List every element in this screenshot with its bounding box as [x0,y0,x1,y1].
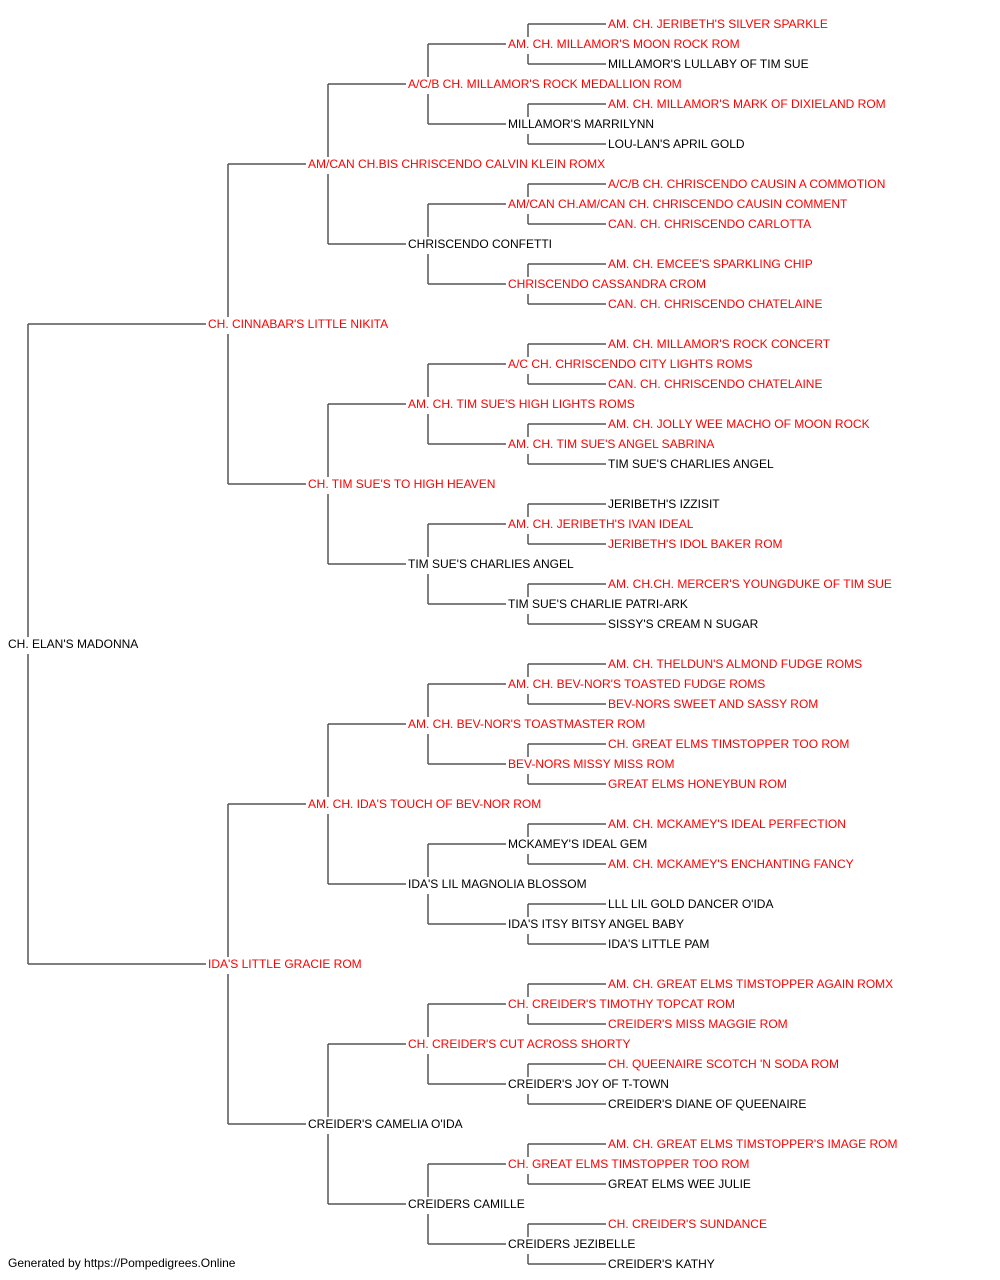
pedigree-name: CREIDER'S KATHY [608,1257,715,1271]
pedigree-name: AM. CH. TIM SUE'S HIGH LIGHTS ROMS [408,397,635,411]
pedigree-name: GREAT ELMS WEE JULIE [608,1177,751,1191]
pedigree-name: CHRISCENDO CONFETTI [408,237,552,251]
pedigree-name: MCKAMEY'S IDEAL GEM [508,837,647,851]
pedigree-name: CREIDERS JEZIBELLE [508,1237,635,1251]
pedigree-name: IDA'S LITTLE GRACIE ROM [208,957,362,971]
pedigree-name: AM. CH.CH. MERCER'S YOUNGDUKE OF TIM SUE [608,577,892,591]
pedigree-name: AM. CH. GREAT ELMS TIMSTOPPER'S IMAGE RO… [608,1137,897,1151]
pedigree-name: CHRISCENDO CASSANDRA CROM [508,277,706,291]
pedigree-name: SISSY'S CREAM N SUGAR [608,617,759,631]
pedigree-name: AM. CH. MCKAMEY'S IDEAL PERFECTION [608,817,846,831]
pedigree-name: CH. CREIDER'S TIMOTHY TOPCAT ROM [508,997,735,1011]
pedigree-name: AM. CH. BEV-NOR'S TOASTED FUDGE ROMS [508,677,765,691]
pedigree-name: A/C/B CH. CHRISCENDO CAUSIN A COMMOTION [608,177,885,191]
pedigree-name: JERIBETH'S IZZISIT [608,497,720,511]
pedigree-name: A/C/B CH. MILLAMOR'S ROCK MEDALLION ROM [408,77,682,91]
pedigree-name: BEV-NORS SWEET AND SASSY ROM [608,697,818,711]
pedigree-name: AM/CAN CH.BIS CHRISCENDO CALVIN KLEIN RO… [308,157,605,171]
pedigree-name: AM. CH. THELDUN'S ALMOND FUDGE ROMS [608,657,862,671]
pedigree-name: TIM SUE'S CHARLIE PATRI-ARK [508,597,688,611]
pedigree-name: CAN. CH. CHRISCENDO CHATELAINE [608,377,822,391]
pedigree-name: AM/CAN CH.AM/CAN CH. CHRISCENDO CAUSIN C… [508,197,848,211]
footer-credit: Generated by https://Pompedigrees.Online [8,1256,236,1270]
pedigree-name: AM. CH. MILLAMOR'S MARK OF DIXIELAND ROM [608,97,886,111]
pedigree-name: AM. CH. MCKAMEY'S ENCHANTING FANCY [608,857,854,871]
pedigree-name: CREIDER'S JOY OF T-TOWN [508,1077,669,1091]
pedigree-name: CREIDER'S DIANE OF QUEENAIRE [608,1097,806,1111]
pedigree-name: A/C CH. CHRISCENDO CITY LIGHTS ROMS [508,357,752,371]
pedigree-name: CH. QUEENAIRE SCOTCH 'N SODA ROM [608,1057,839,1071]
pedigree-name: MILLAMOR'S LULLABY OF TIM SUE [608,57,809,71]
pedigree-name: CREIDERS CAMILLE [408,1197,525,1211]
pedigree-name: CH. GREAT ELMS TIMSTOPPER TOO ROM [508,1157,749,1171]
pedigree-name: LLL LIL GOLD DANCER O'IDA [608,897,773,911]
pedigree-name: AM. CH. JOLLY WEE MACHO OF MOON ROCK [608,417,870,431]
pedigree-name: CH. CINNABAR'S LITTLE NIKITA [208,317,388,331]
pedigree-name: BEV-NORS MISSY MISS ROM [508,757,674,771]
pedigree-name: AM. CH. EMCEE'S SPARKLING CHIP [608,257,813,271]
pedigree-name: TIM SUE'S CHARLIES ANGEL [408,557,574,571]
pedigree-name: CH. ELAN'S MADONNA [8,637,138,651]
pedigree-name: IDA'S LIL MAGNOLIA BLOSSOM [408,877,587,891]
pedigree-name: MILLAMOR'S MARRILYNN [508,117,654,131]
name-labels: CH. ELAN'S MADONNA CH. CINNABAR'S LITTLE … [8,17,897,1271]
pedigree-name: AM. CH. GREAT ELMS TIMSTOPPER AGAIN ROMX [608,977,893,991]
pedigree-name: CH. TIM SUE'S TO HIGH HEAVEN [308,477,495,491]
pedigree-name: AM. CH. MILLAMOR'S ROCK CONCERT [608,337,831,351]
pedigree-name: IDA'S LITTLE PAM [608,937,709,951]
pedigree-name: AM. CH. BEV-NOR'S TOASTMASTER ROM [408,717,645,731]
pedigree-name: AM. CH. MILLAMOR'S MOON ROCK ROM [508,37,740,51]
pedigree-name: CH. CREIDER'S CUT ACROSS SHORTY [408,1037,631,1051]
pedigree-name: LOU-LAN'S APRIL GOLD [608,137,745,151]
pedigree-name: CAN. CH. CHRISCENDO CHATELAINE [608,297,822,311]
pedigree-name: AM. CH. IDA'S TOUCH OF BEV-NOR ROM [308,797,541,811]
pedigree-name: AM. CH. TIM SUE'S ANGEL SABRINA [508,437,714,451]
pedigree-name: CREIDER'S MISS MAGGIE ROM [608,1017,788,1031]
pedigree-name: TIM SUE'S CHARLIES ANGEL [608,457,774,471]
pedigree-name: IDA'S ITSY BITSY ANGEL BABY [508,917,684,931]
pedigree-name: CAN. CH. CHRISCENDO CARLOTTA [608,217,811,231]
pedigree-name: GREAT ELMS HONEYBUN ROM [608,777,787,791]
connector-lines [27,23,606,1265]
pedigree-name: CH. GREAT ELMS TIMSTOPPER TOO ROM [608,737,849,751]
pedigree-name: AM. CH. JERIBETH'S SILVER SPARKLE [608,17,828,31]
pedigree-name: AM. CH. JERIBETH'S IVAN IDEAL [508,517,694,531]
pedigree-name: CH. CREIDER'S SUNDANCE [608,1217,767,1231]
pedigree-name: CREIDER'S CAMELIA O'IDA [308,1117,463,1131]
pedigree-name: JERIBETH'S IDOL BAKER ROM [608,537,783,551]
